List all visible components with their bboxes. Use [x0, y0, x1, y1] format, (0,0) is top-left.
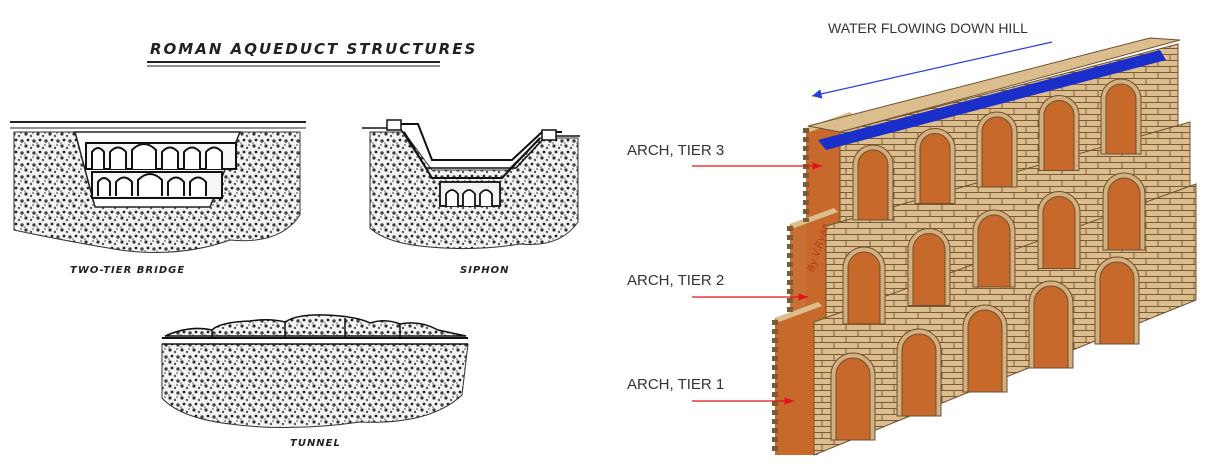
aqueduct-arches [830, 78, 1146, 441]
two-tier-bridge-drawing [10, 121, 306, 253]
arch-opening [981, 116, 1013, 188]
arch-opening [857, 149, 889, 221]
arch-opening [1042, 196, 1076, 269]
tier-1-label: ARCH, TIER 1 [627, 376, 725, 393]
arch-opening [967, 309, 1003, 393]
figure-title: ROMAN AQUEDUCT STRUCTURES [150, 40, 478, 58]
flow-label: WATER FLOWING DOWN HILL [828, 20, 1028, 36]
tunnel-drawing [161, 314, 469, 429]
arch-opening [835, 357, 871, 441]
title-underline [147, 61, 440, 67]
water-channel [818, 50, 1166, 150]
arch-opening [1099, 261, 1135, 345]
tier-3-label: ARCH, TIER 3 [627, 142, 725, 159]
arch-opening [901, 333, 937, 417]
siphon-label: SIPHON [460, 265, 510, 276]
siphon-drawing [362, 119, 580, 250]
flow-arrow [811, 41, 1053, 99]
arch-opening [1043, 100, 1075, 171]
tunnel-label: TUNNEL [290, 438, 341, 449]
tier-2-label: ARCH, TIER 2 [627, 272, 725, 289]
arch-opening [1033, 285, 1069, 369]
arch-opening [847, 251, 881, 325]
arch-opening [1105, 83, 1137, 155]
arch-opening [912, 233, 946, 306]
arch-opening [1107, 177, 1141, 251]
two-tier-bridge-label: TWO-TIER BRIDGE [70, 265, 186, 276]
arch-opening [919, 133, 951, 204]
arch-opening [977, 214, 1011, 288]
